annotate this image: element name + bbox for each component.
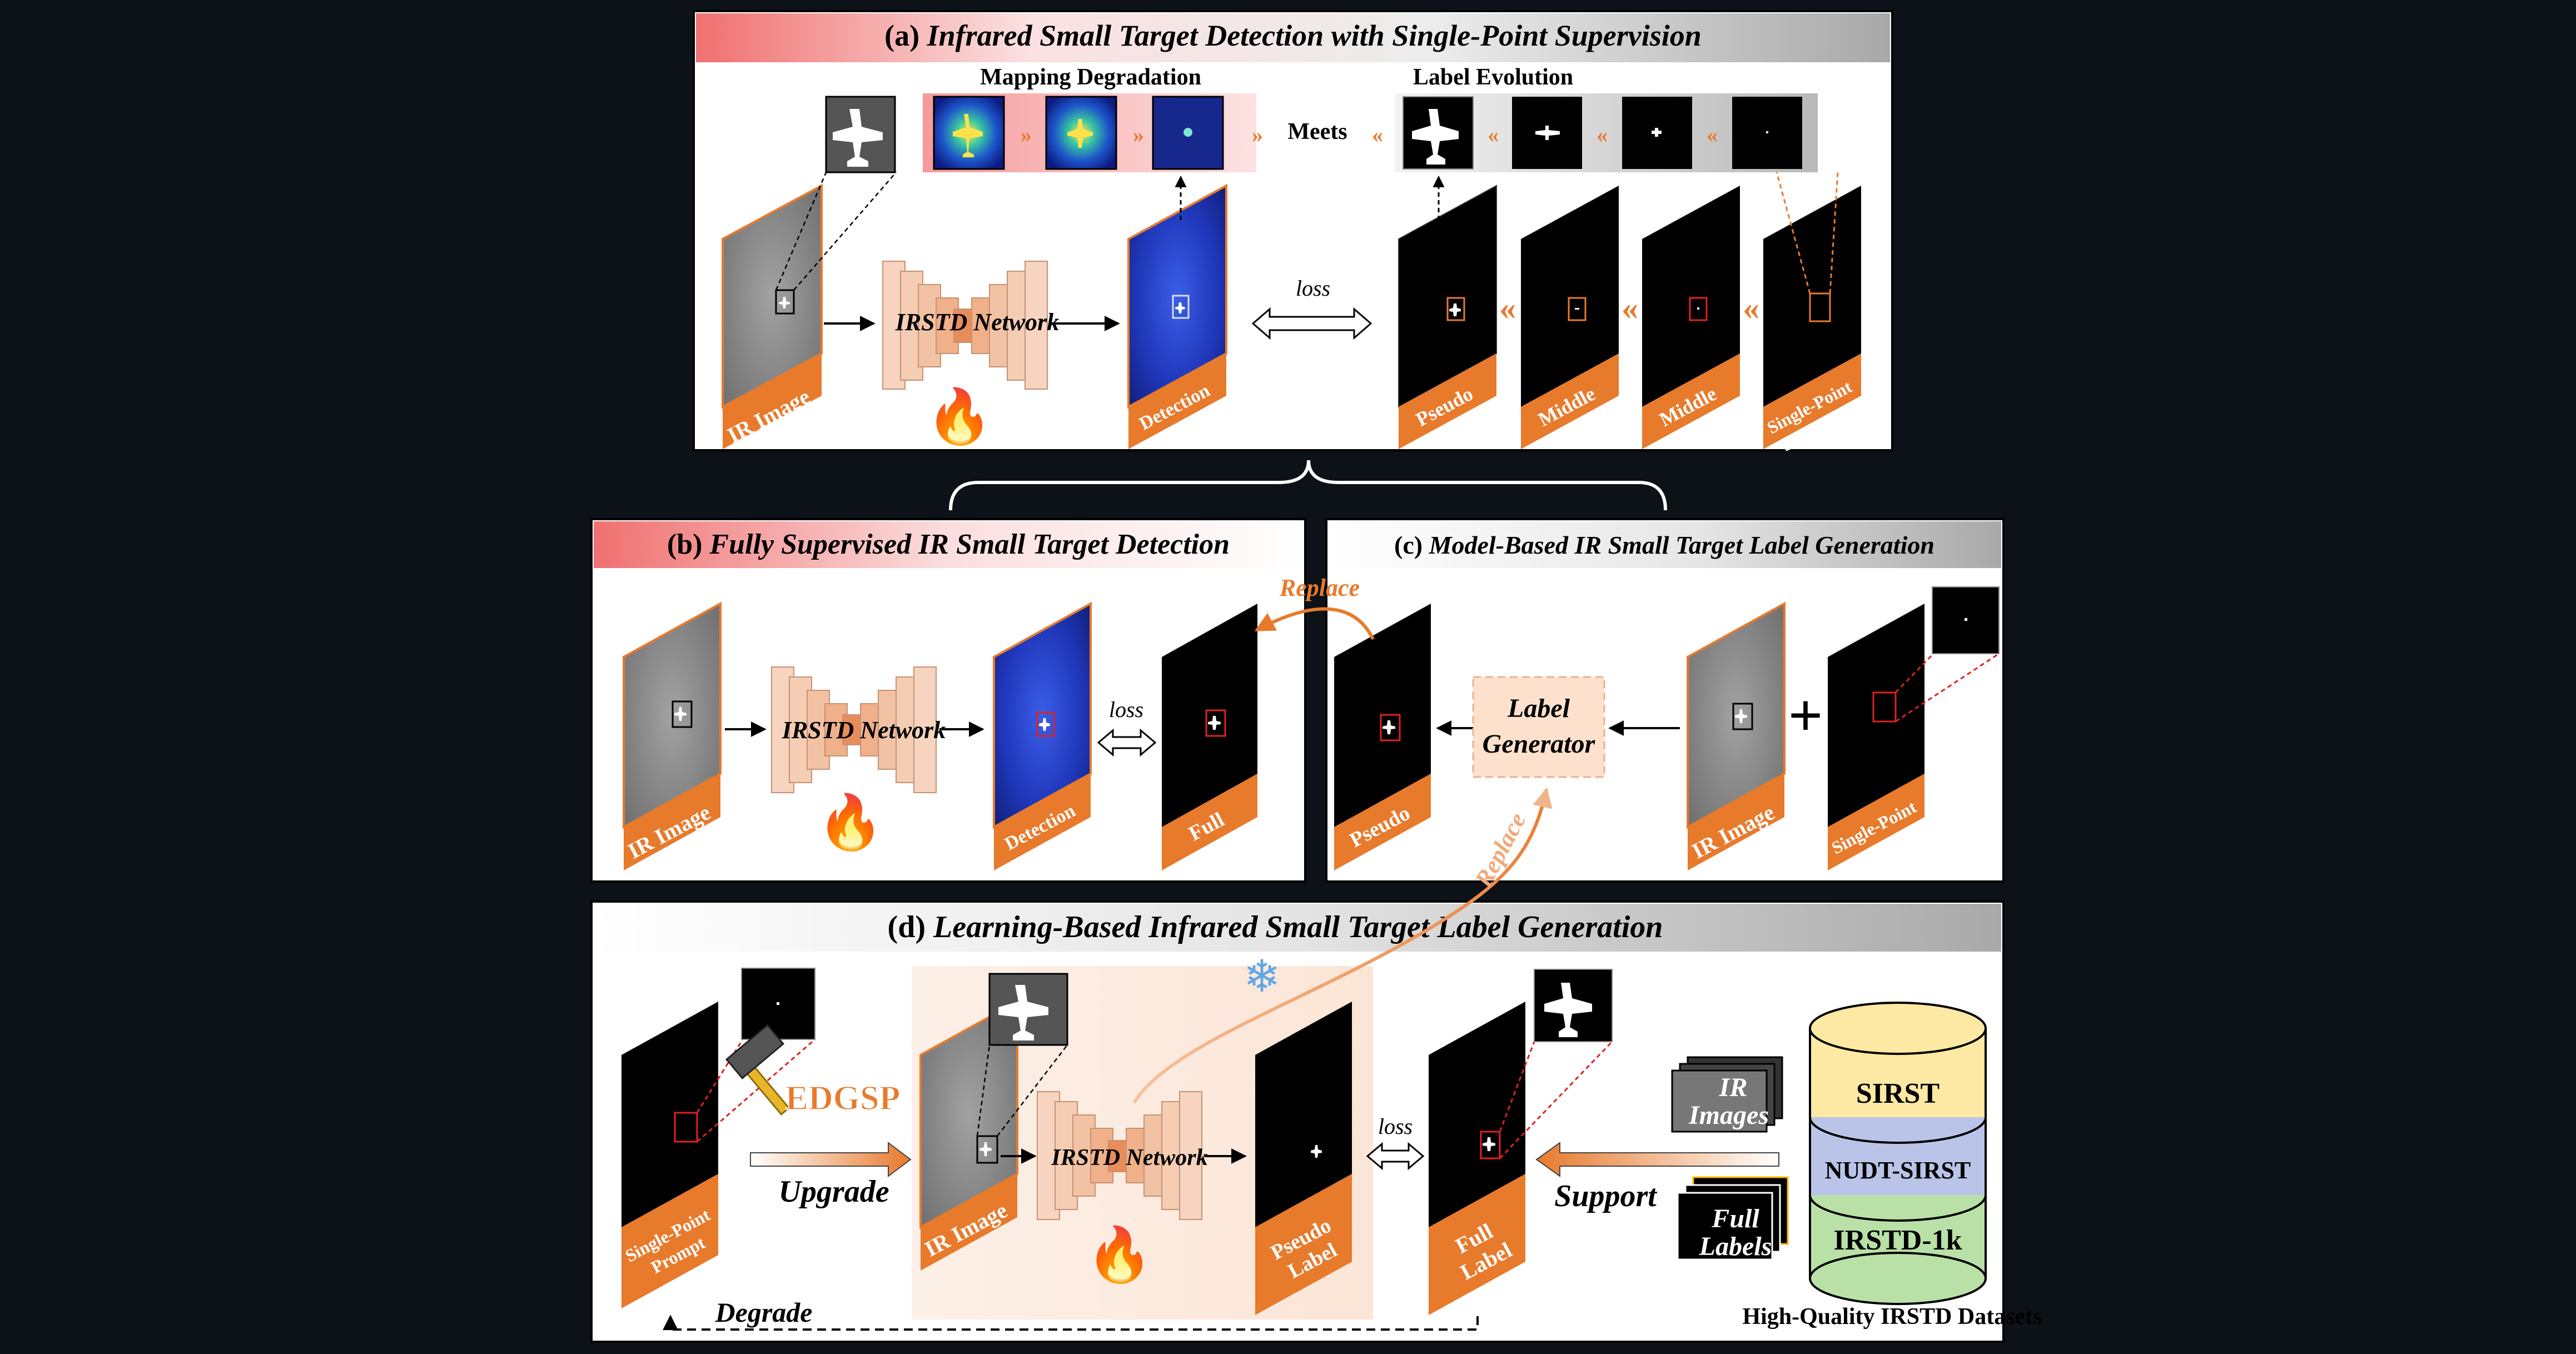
replace-arrow-d-c [1132,787,1553,1104]
chevron-left-icon: « [1499,290,1516,326]
pseudo-label-c: PseudoLabel [1334,604,1431,871]
single-point-supervised-a: Single-PointSupervised [1763,172,1862,455]
full-label-b: FullLabel [1162,604,1257,871]
fire-icon: 🔥 [926,386,993,446]
loss-b-label: loss [1109,697,1143,722]
panel-c-title: (c) Model-Based IR Small Target Label Ge… [1394,531,1935,559]
chevron-left-icon: « [1743,290,1759,326]
heatmap-1 [933,96,1005,170]
datasets-cylinder: SIRST NUDT-SIRST IRSTD-1k [1809,1002,1987,1305]
datasets-caption: High-Quality IRSTD Datasets [1742,1304,2042,1330]
edgsp-label: EDGSP [785,1079,901,1117]
dataset-irstd-1k: IRSTD-1k [1833,1224,1962,1256]
chevron-right-icon: » [1133,122,1144,147]
chevron-left-icon: « [1707,122,1718,147]
snowflake-icon: ❄ [1243,953,1280,1002]
support-arrow [1535,1142,1779,1177]
chevron-right-icon: » [1021,122,1032,147]
degrade-label: Degrade [715,1297,813,1328]
middle-label-a1: MiddleLabel [1521,186,1619,449]
single-point-prompt-c: Single-PointPrompt [1828,586,2000,870]
loss-a-label: loss [1296,276,1330,301]
support-label: Support [1554,1179,1657,1213]
irstd-network-b: IRSTD Network 🔥 [771,666,946,852]
evolution-label-3 [1622,97,1692,169]
panel-b: (b) Fully Supervised IR Small Target Det… [590,518,1306,883]
loss-arrow-a: loss [1251,276,1372,340]
full-label-d: FullLabel [1429,969,1613,1315]
panel-a-title: (a) Infrared Small Target Detection with… [884,19,1702,52]
pseudo-label-d: PseudoLabel [1255,1002,1352,1315]
dataset-sirst: SIRST [1856,1078,1940,1109]
pseudo-label-a: PseudoLabel [1398,175,1497,449]
replace-arrow-b-c [1254,607,1375,640]
hammer-icon [725,1024,790,1116]
loss-arrow-d: loss [1366,1114,1425,1171]
loss-d-label: loss [1378,1114,1413,1139]
loss-arrow-b: loss [1097,697,1157,757]
irstd-network-a-label: IRSTD Network [895,308,1060,336]
heatmap-2 [1045,96,1117,170]
panel-a: (a) Infrared Small Target Detection with… [693,10,1893,455]
irstd-network-d: IRSTD Network 🔥 [1037,1091,1208,1285]
fire-icon: 🔥 [1086,1224,1153,1285]
upgrade-label: Upgrade [778,1174,889,1209]
panel-c: (c) Model-Based IR Small Target Label Ge… [1254,518,2005,883]
plus-icon: + [1788,681,1823,749]
label-evolution-label: Label Evolution [1413,64,1573,90]
meets-label: Meets [1287,119,1347,145]
upgrade-arrow [750,1142,912,1177]
irstd-network-b-label: IRSTD Network [782,716,946,744]
mapping-degradation-label: Mapping Degradation [980,64,1201,90]
chevron-left-icon: « [1622,290,1638,326]
panel-d: (d) Learning-Based Infrared Small Target… [590,787,2042,1343]
brace-connector [949,460,1667,511]
chevron-right-icon: » [1252,122,1263,147]
chevron-left-icon: « [1597,122,1608,147]
middle-label-a2: MiddleLabel [1642,186,1740,449]
fire-icon: 🔥 [817,792,884,852]
panel-b-title: (b) Fully Supervised IR Small Target Det… [667,529,1230,560]
evolution-label-1 [1403,96,1474,170]
evolution-label-4 [1732,97,1802,169]
chevron-left-icon: « [1372,122,1383,147]
panel-d-title: (d) Learning-Based Infrared Small Target… [888,910,1663,944]
dataset-nudt-sirst: NUDT-SIRST [1825,1157,1971,1184]
evolution-label-2 [1512,97,1582,169]
single-point-prompt-d: Single-PointPrompt [621,968,815,1308]
detection-result-a: DetectionResult [1127,175,1227,449]
irstd-network-a: IRSTD Network 🔥 [882,261,1060,446]
degrade-arrow [663,1315,1479,1331]
chevron-left-icon: « [1488,122,1499,147]
heatmap-3 [1152,96,1224,170]
replace-label-c: Replace [1279,574,1360,601]
irstd-network-d-label: IRSTD Network [1051,1145,1207,1171]
